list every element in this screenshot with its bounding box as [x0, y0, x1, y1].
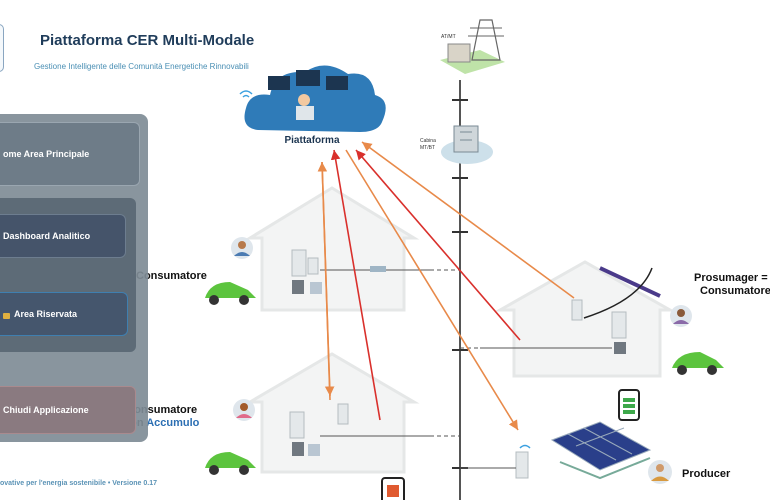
nav-home-button[interactable]: ome Area Principale: [0, 122, 140, 186]
arrow-prosumager-red: [355, 149, 521, 341]
substation-icon: [440, 19, 505, 74]
arrow-storage-red: [330, 149, 381, 421]
cabin-label-2: MT/BT: [420, 145, 435, 151]
arrow-platform-storage-orange: [321, 161, 335, 397]
car-icon-3: [672, 352, 724, 375]
consumer-label: Consumatore: [136, 270, 207, 282]
producer-avatar-icon: [648, 460, 672, 484]
prosumager-line1: Prosumager =: [694, 272, 768, 284]
arrow-producer-orange: [345, 149, 519, 431]
cabin-label-1: Cabina: [420, 138, 436, 144]
platform-cloud-icon: [244, 65, 386, 132]
data-arrows: [317, 141, 575, 431]
wifi-icon: [239, 90, 253, 98]
nav-close-app-button[interactable]: Chiudi Applicazione: [0, 386, 136, 434]
lock-icon: [3, 312, 10, 319]
house-consumer-storage: [244, 352, 430, 474]
prosumager-avatar-icon: [670, 305, 692, 327]
prosumager-line2: Consumatore: [700, 285, 770, 297]
consumer-storage-avatar-icon: [233, 399, 255, 421]
page-title: Piattaforma CER Multi-Modale: [40, 32, 255, 49]
house-prosumager: [480, 260, 676, 378]
prosumager-label: Prosumager = Consumatore: [694, 272, 770, 298]
house-consumer: [244, 186, 430, 312]
cabin-icon: [441, 125, 493, 164]
producer-label: Producer: [682, 468, 731, 480]
page-subtitle: Gestione Intelligente delle Comunità Ene…: [34, 62, 249, 71]
battery-icon-2: [381, 477, 405, 500]
inverter-icon: [515, 451, 529, 479]
consumer-storage-accent: Accumulo: [146, 417, 200, 429]
nav-reserved-area-label: Area Riservata: [14, 309, 78, 319]
wifi-icon-producer: [519, 444, 531, 449]
platform-label: Piattaforma: [284, 135, 339, 146]
arrow-prosumager-orange: [361, 141, 575, 299]
battery-icon-3: [618, 389, 640, 421]
car-icon-2: [205, 452, 256, 475]
solar-panel-icon: [550, 421, 652, 480]
car-icon-1: [205, 282, 256, 305]
footer-text: ovative per l'energia sostenibile • Vers…: [0, 480, 158, 487]
nav-reserved-area-button[interactable]: Area Riservata: [0, 292, 128, 336]
nav-dashboard-button[interactable]: Dashboard Analitico: [0, 214, 126, 258]
consumer-avatar-icon: [231, 237, 253, 259]
substation-label: AT/MT: [441, 34, 456, 40]
